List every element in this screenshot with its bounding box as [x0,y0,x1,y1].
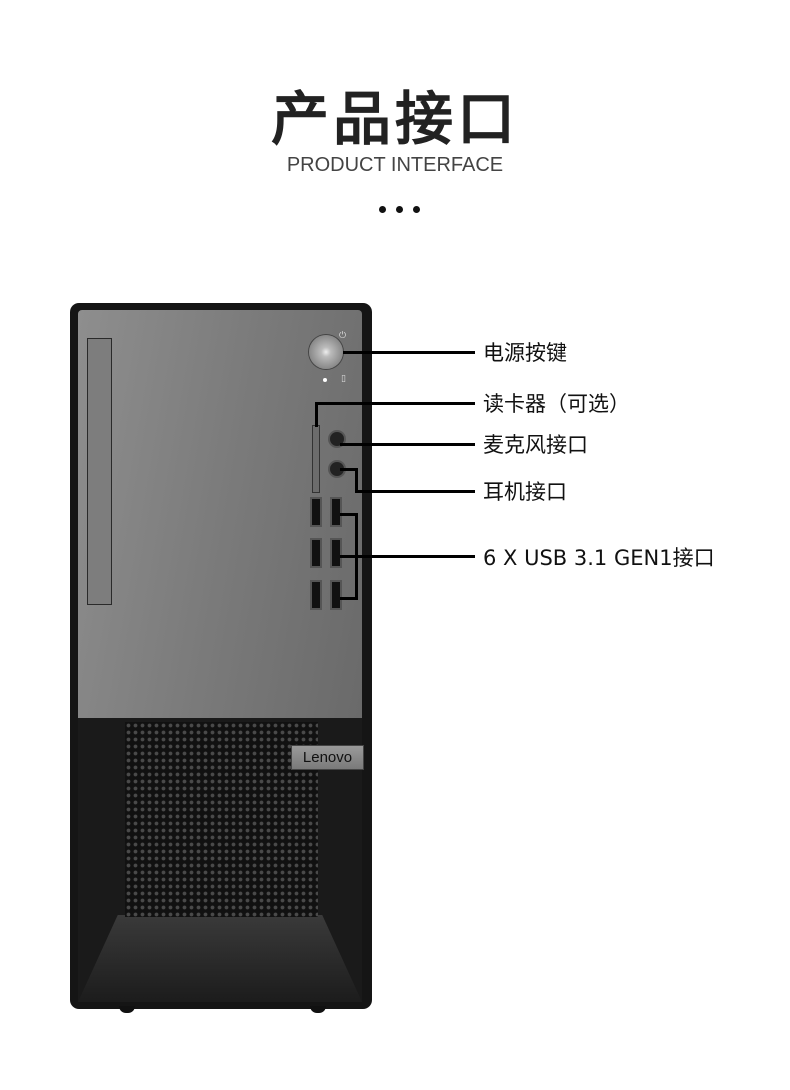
callout-line [340,555,475,558]
callout-mic: 麦克风接口 [483,433,588,457]
callout-line [340,513,358,516]
vent-grille [125,722,318,917]
mic-jack [330,432,344,446]
card-reader-slot [312,425,320,493]
callout-headphone: 耳机接口 [483,480,567,504]
callout-power: 电源按键 [483,341,567,365]
power-icon: ⏻ [339,331,347,341]
callout-card-reader: 读卡器（可选） [483,392,630,416]
hdd-icon: ▯ [341,374,346,384]
lenovo-logo: Lenovo [291,745,364,770]
callout-line [355,490,475,493]
tower-base [78,915,362,1002]
callout-line [340,597,358,600]
page-subtitle: PRODUCT INTERFACE [286,154,504,176]
callout-line [355,468,358,493]
usb-port [330,580,342,610]
power-led [323,378,327,382]
callout-line [340,468,358,471]
callout-line [315,402,475,405]
usb-port [310,580,322,610]
callout-usb: 6 X USB 3.1 GEN1接口 [483,546,715,570]
optical-drive-bay [87,338,112,605]
power-button [309,335,343,369]
usb-port [310,538,322,568]
callout-line [343,351,475,354]
callout-line [355,513,358,600]
headphone-jack [330,462,344,476]
callout-line [340,443,475,446]
usb-port [330,538,342,568]
usb-port [310,497,322,527]
page-title: 产品接口 [270,85,519,153]
dot-separator [379,206,386,213]
foot [119,1006,135,1013]
foot [310,1006,326,1013]
callout-line [315,402,318,427]
dot-separator [396,206,403,213]
dot-separator [413,206,420,213]
usb-port [330,497,342,527]
